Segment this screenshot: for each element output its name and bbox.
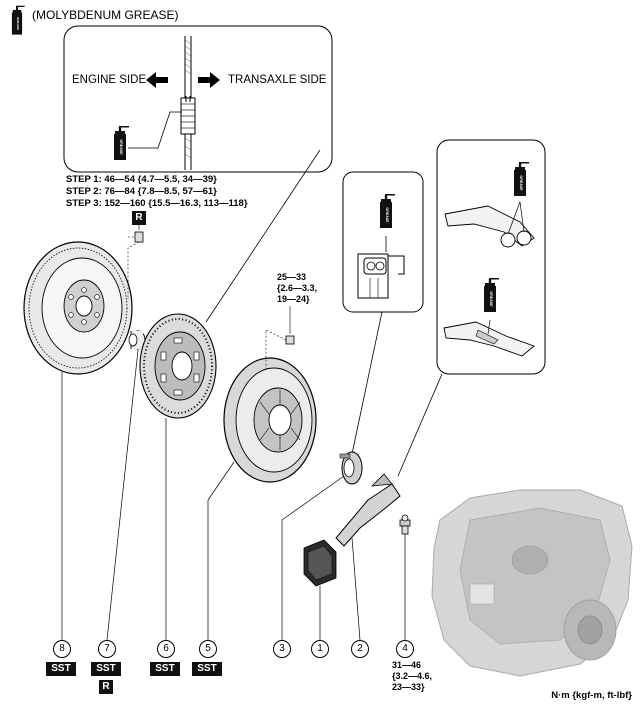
sst-badge-pilot: SST [91,662,121,676]
torque-step-1: STEP 1: 46—54 {4.7—5.5, 34—39} [66,174,217,185]
grease-can-icon [11,5,25,35]
release-fork [335,473,401,547]
clutch-disc [139,313,217,419]
torque-line: 31—46 [392,660,422,670]
torque-line: {2.6—3.3, [277,283,318,293]
legend-text: (MOLYBDENUM GREASE) [32,8,179,22]
flywheel-torque-steps: STEP 1: 46—54 {4.7—5.5, 34—39} STEP 2: 7… [66,174,248,210]
sst-badge-disc: SST [150,662,180,676]
callout-leaders [61,349,406,641]
pivot-torque: 31—46 {3.2—4.6, 23—33} [392,660,432,693]
torque-line: {3.2—4.6, [392,671,433,681]
release-bearing [339,451,363,485]
bearing-detail-leader [351,311,383,455]
torque-line: 25—33 [277,272,307,282]
callout-8: 8 [53,640,71,658]
callout-6: 6 [157,640,175,658]
shaft-detail-box [63,25,333,173]
bearing-detail-box [342,171,424,313]
pivot [399,514,411,535]
callout-5: 5 [199,640,217,658]
cover-bolt [265,306,295,370]
callout-4: 4 [396,640,414,658]
clutch-cover [223,357,317,483]
flywheel-bolt [127,214,144,300]
callout-2: 2 [351,640,369,658]
shaft-detail-leader [205,149,321,323]
torque-line: 23—33} [392,682,425,692]
fork-detail-leader [397,373,443,477]
torque-line: 19—24} [277,294,310,304]
callout-1: 1 [311,640,329,658]
units-label: N·m {kgf-m, ft-lbf} [551,690,632,701]
sst-badge-flywheel: SST [46,662,76,676]
cover-bolt-torque: 25—33 {2.6—3.3, 19—24} [277,272,317,305]
sst-badge-cover: SST [192,662,222,676]
transaxle-housing [431,489,633,677]
engine-side-label: ENGINE SIDE [72,74,147,86]
callout-7: 7 [98,640,116,658]
torque-step-2: STEP 2: 76—84 {7.8—8.5, 57—61} [66,186,217,197]
callout-3: 3 [273,640,291,658]
boot [303,539,337,587]
fork-detail-box [436,139,546,375]
transaxle-side-label: TRANSAXLE SIDE [228,74,327,86]
pilot-bearing [128,330,146,350]
flywheel [23,241,133,375]
replace-badge: R [132,211,146,225]
torque-step-3: STEP 3: 152—160 {15.5—16.3, 113—118} [66,198,248,209]
replace-badge-pilot: R [99,680,113,694]
